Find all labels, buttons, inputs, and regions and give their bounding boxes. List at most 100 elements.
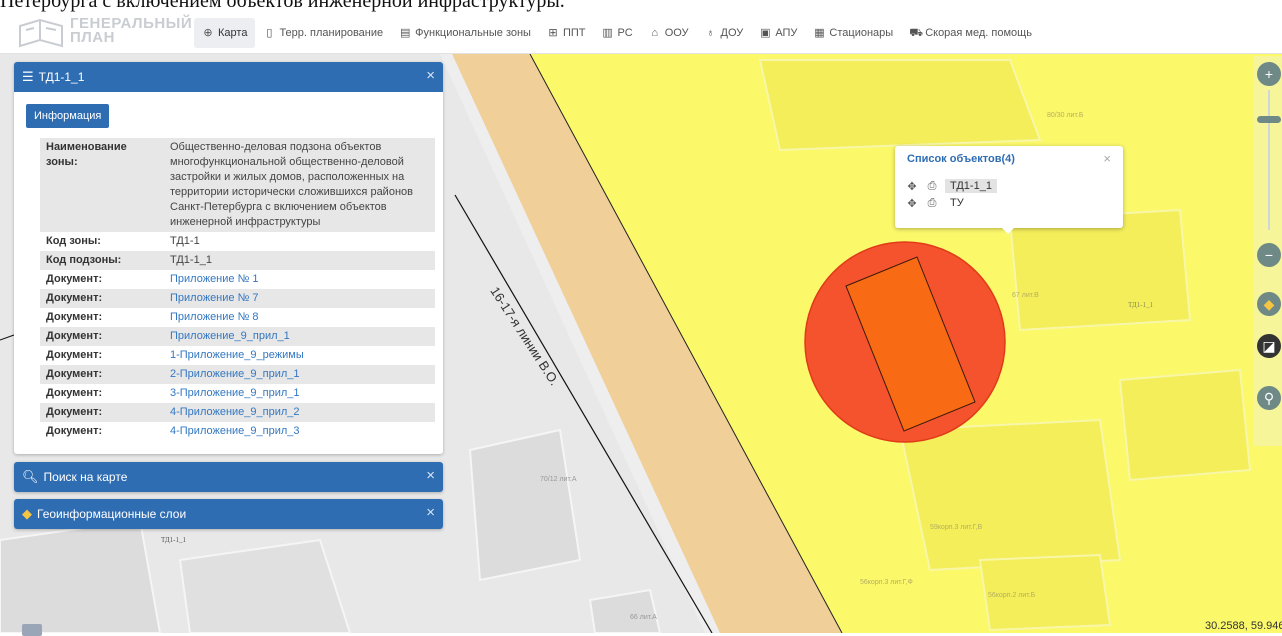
- document-link[interactable]: 2-Приложение_9_прил_1: [170, 368, 300, 380]
- nav-map[interactable]: ⊕Карта: [194, 18, 256, 48]
- nav-apu[interactable]: ▣ АПУ: [751, 18, 805, 48]
- table-row: Код подзоны:ТД1-1_1: [40, 251, 435, 270]
- app-logo[interactable]: ГЕНЕРАЛЬНЫЙ ПЛАН: [18, 16, 192, 50]
- table-row: Документ: 3-Приложение_9_прил_1: [40, 384, 435, 403]
- object-list-popup: Список объектов(4) × ✥ ⎙ ТД1-1_1 ✥ ⎙ ТУ: [895, 146, 1123, 234]
- row-key: Документ:: [46, 387, 103, 399]
- row-key: Документ:: [40, 403, 164, 422]
- close-icon[interactable]: ×: [426, 467, 435, 484]
- nav-territorial-planning-label: Терр. планирование: [279, 27, 384, 39]
- row-value: ТД1-1_1: [164, 251, 435, 270]
- logo-text: ГЕНЕРАЛЬНЫЙ ПЛАН: [70, 15, 193, 46]
- plus-icon: +: [1264, 66, 1274, 82]
- zoom-slider-track[interactable]: [1268, 90, 1270, 230]
- document-caption: Петербурга с включением объектов инженер…: [0, 0, 565, 12]
- nav-ambulance-label: Скорая мед. помощь: [925, 27, 1032, 39]
- nav-hospitals-label: Стационары: [829, 27, 894, 39]
- logo-icon: [19, 18, 63, 48]
- popup-title: Список объектов(4): [907, 153, 1015, 165]
- row-key: Документ:: [46, 311, 103, 323]
- nav-apu-label: АПУ: [775, 27, 798, 39]
- logo-line1: ГЕНЕРАЛЬНЫЙ: [70, 15, 193, 32]
- zoom-out-button[interactable]: −: [1257, 243, 1281, 267]
- document-icon: ▯: [266, 27, 273, 39]
- map-search-title: Поиск на карте: [43, 470, 128, 484]
- object-info-title: ТД1-1_1: [38, 70, 85, 84]
- layers-button[interactable]: ◆: [1257, 292, 1281, 316]
- row-key: Документ:: [40, 327, 164, 346]
- popup-pointer: [1001, 227, 1015, 234]
- close-icon[interactable]: ×: [426, 504, 435, 521]
- geo-layers-panel-header[interactable]: ◆ Геоинформационные слои ×: [14, 499, 443, 529]
- map-label-building: 67 лит.В: [1012, 292, 1039, 299]
- ruler-icon: ◪: [1262, 338, 1276, 354]
- row-key: Код подзоны:: [40, 251, 164, 270]
- cursor-coordinates: 30.2588, 59.946: [1205, 620, 1282, 632]
- zoom-slider-handle[interactable]: [1257, 116, 1281, 123]
- row-key: Документ:: [40, 365, 164, 384]
- row-key: Документ:: [46, 349, 103, 361]
- info-tab-button[interactable]: Информация: [26, 104, 110, 128]
- close-icon[interactable]: ×: [426, 67, 435, 84]
- app-header: ГЕНЕРАЛЬНЫЙ ПЛАН ⊕Карта ▯ Терр. планирова…: [0, 13, 1282, 54]
- row-key: Документ:: [46, 425, 103, 437]
- nav-ppt[interactable]: ⊞ППТ: [539, 18, 594, 48]
- nav-rs[interactable]: ▥РС: [594, 18, 641, 48]
- ambulance-icon: ⛟: [909, 27, 924, 39]
- table-row: Документ: 4-Приложение_9_прил_2: [40, 403, 435, 422]
- info-table: Наименование зоны:Общественно-деловая по…: [40, 138, 435, 441]
- table-row: Документ: 2-Приложение_9_прил_1: [40, 365, 435, 384]
- print-icon[interactable]: ⎙: [927, 196, 937, 209]
- list-item-label[interactable]: ТУ: [950, 197, 964, 209]
- list-item[interactable]: ✥ ⎙ ТУ: [905, 195, 969, 211]
- document-link[interactable]: 4-Приложение_9_прил_3: [170, 425, 300, 437]
- map-label-building: 56корп.3 лит.Г,Ф: [860, 579, 913, 586]
- logo-line2: ПЛАН: [70, 29, 115, 46]
- document-link[interactable]: 1-Приложение_9_режимы: [170, 349, 304, 361]
- document-link[interactable]: Приложение № 8: [170, 311, 259, 323]
- row-key: Наименование зоны:: [40, 138, 164, 232]
- document-link[interactable]: Приложение № 1: [170, 273, 259, 285]
- nav-territorial-planning[interactable]: ▯ Терр. планирование: [255, 18, 391, 48]
- table-row: Код зоны:ТД1-1: [40, 232, 435, 251]
- object-info-panel: ☰ ТД1-1_1 × Информация Наименование зоны…: [14, 62, 443, 454]
- list-item-label[interactable]: ТД1-1_1: [945, 179, 997, 193]
- row-key: Код зоны:: [46, 235, 101, 247]
- zoom-in-button[interactable]: +: [1257, 62, 1281, 86]
- map-search-button[interactable]: ⚲: [1257, 386, 1281, 410]
- document-link[interactable]: Приложение_9_прил_1: [170, 330, 290, 342]
- nav-functional-zones[interactable]: ▤Функциональные зоны: [391, 18, 539, 48]
- nav-oou[interactable]: ⌂ООУ: [641, 18, 697, 48]
- search-icon: ⚲: [1263, 390, 1275, 406]
- hospital-icon: ▦: [814, 27, 825, 39]
- table-row: Документ: Приложение_9_прил_1: [40, 327, 435, 346]
- print-icon[interactable]: ⎙: [927, 179, 937, 192]
- document-link[interactable]: 4-Приложение_9_прил_2: [170, 406, 300, 418]
- object-info-panel-header[interactable]: ☰ ТД1-1_1 ×: [14, 62, 443, 92]
- map-label-zone-left: ТД1-1_1: [161, 536, 186, 544]
- nav-dou[interactable]: ♁ ДОУ: [697, 18, 752, 48]
- map-search-panel-header[interactable]: 🔍︎ Поиск на карте ×: [14, 462, 443, 492]
- box-icon: ▣: [760, 27, 771, 39]
- table-row: Документ: 4-Приложение_9_прил_3: [40, 422, 435, 441]
- geo-layers-panel: ◆ Геоинформационные слои ×: [14, 499, 443, 529]
- layers-icon: ◆: [22, 506, 32, 521]
- document-link[interactable]: Приложение № 7: [170, 292, 259, 304]
- document-link[interactable]: 3-Приложение_9_прил_1: [170, 387, 300, 399]
- nav-dou-label: ДОУ: [720, 27, 744, 39]
- minus-icon: −: [1264, 247, 1274, 263]
- measure-button[interactable]: ◪: [1257, 334, 1281, 358]
- kid-icon: ♁: [706, 27, 715, 39]
- main-nav: ⊕Карта ▯ Терр. планирование ▤Функциональн…: [194, 17, 1040, 49]
- map-label-zone-right: ТД1-1_1: [1128, 301, 1153, 309]
- nav-hospitals[interactable]: ▦ Стационары: [805, 18, 901, 48]
- move-icon[interactable]: ✥: [907, 180, 917, 193]
- table-row: Документ:Приложение № 1: [40, 270, 435, 289]
- list-item[interactable]: ✥ ⎙ ТД1-1_1: [905, 178, 997, 194]
- close-icon[interactable]: ×: [1103, 151, 1111, 166]
- map-label-building: 70/12 лит.А: [540, 476, 577, 483]
- nav-functional-zones-label: Функциональные зоны: [415, 27, 531, 39]
- move-icon[interactable]: ✥: [907, 197, 917, 210]
- nav-ambulance[interactable]: ⛟Скорая мед. помощь: [901, 18, 1040, 48]
- map-label-building: 56корп.2 лит.Б: [988, 592, 1036, 599]
